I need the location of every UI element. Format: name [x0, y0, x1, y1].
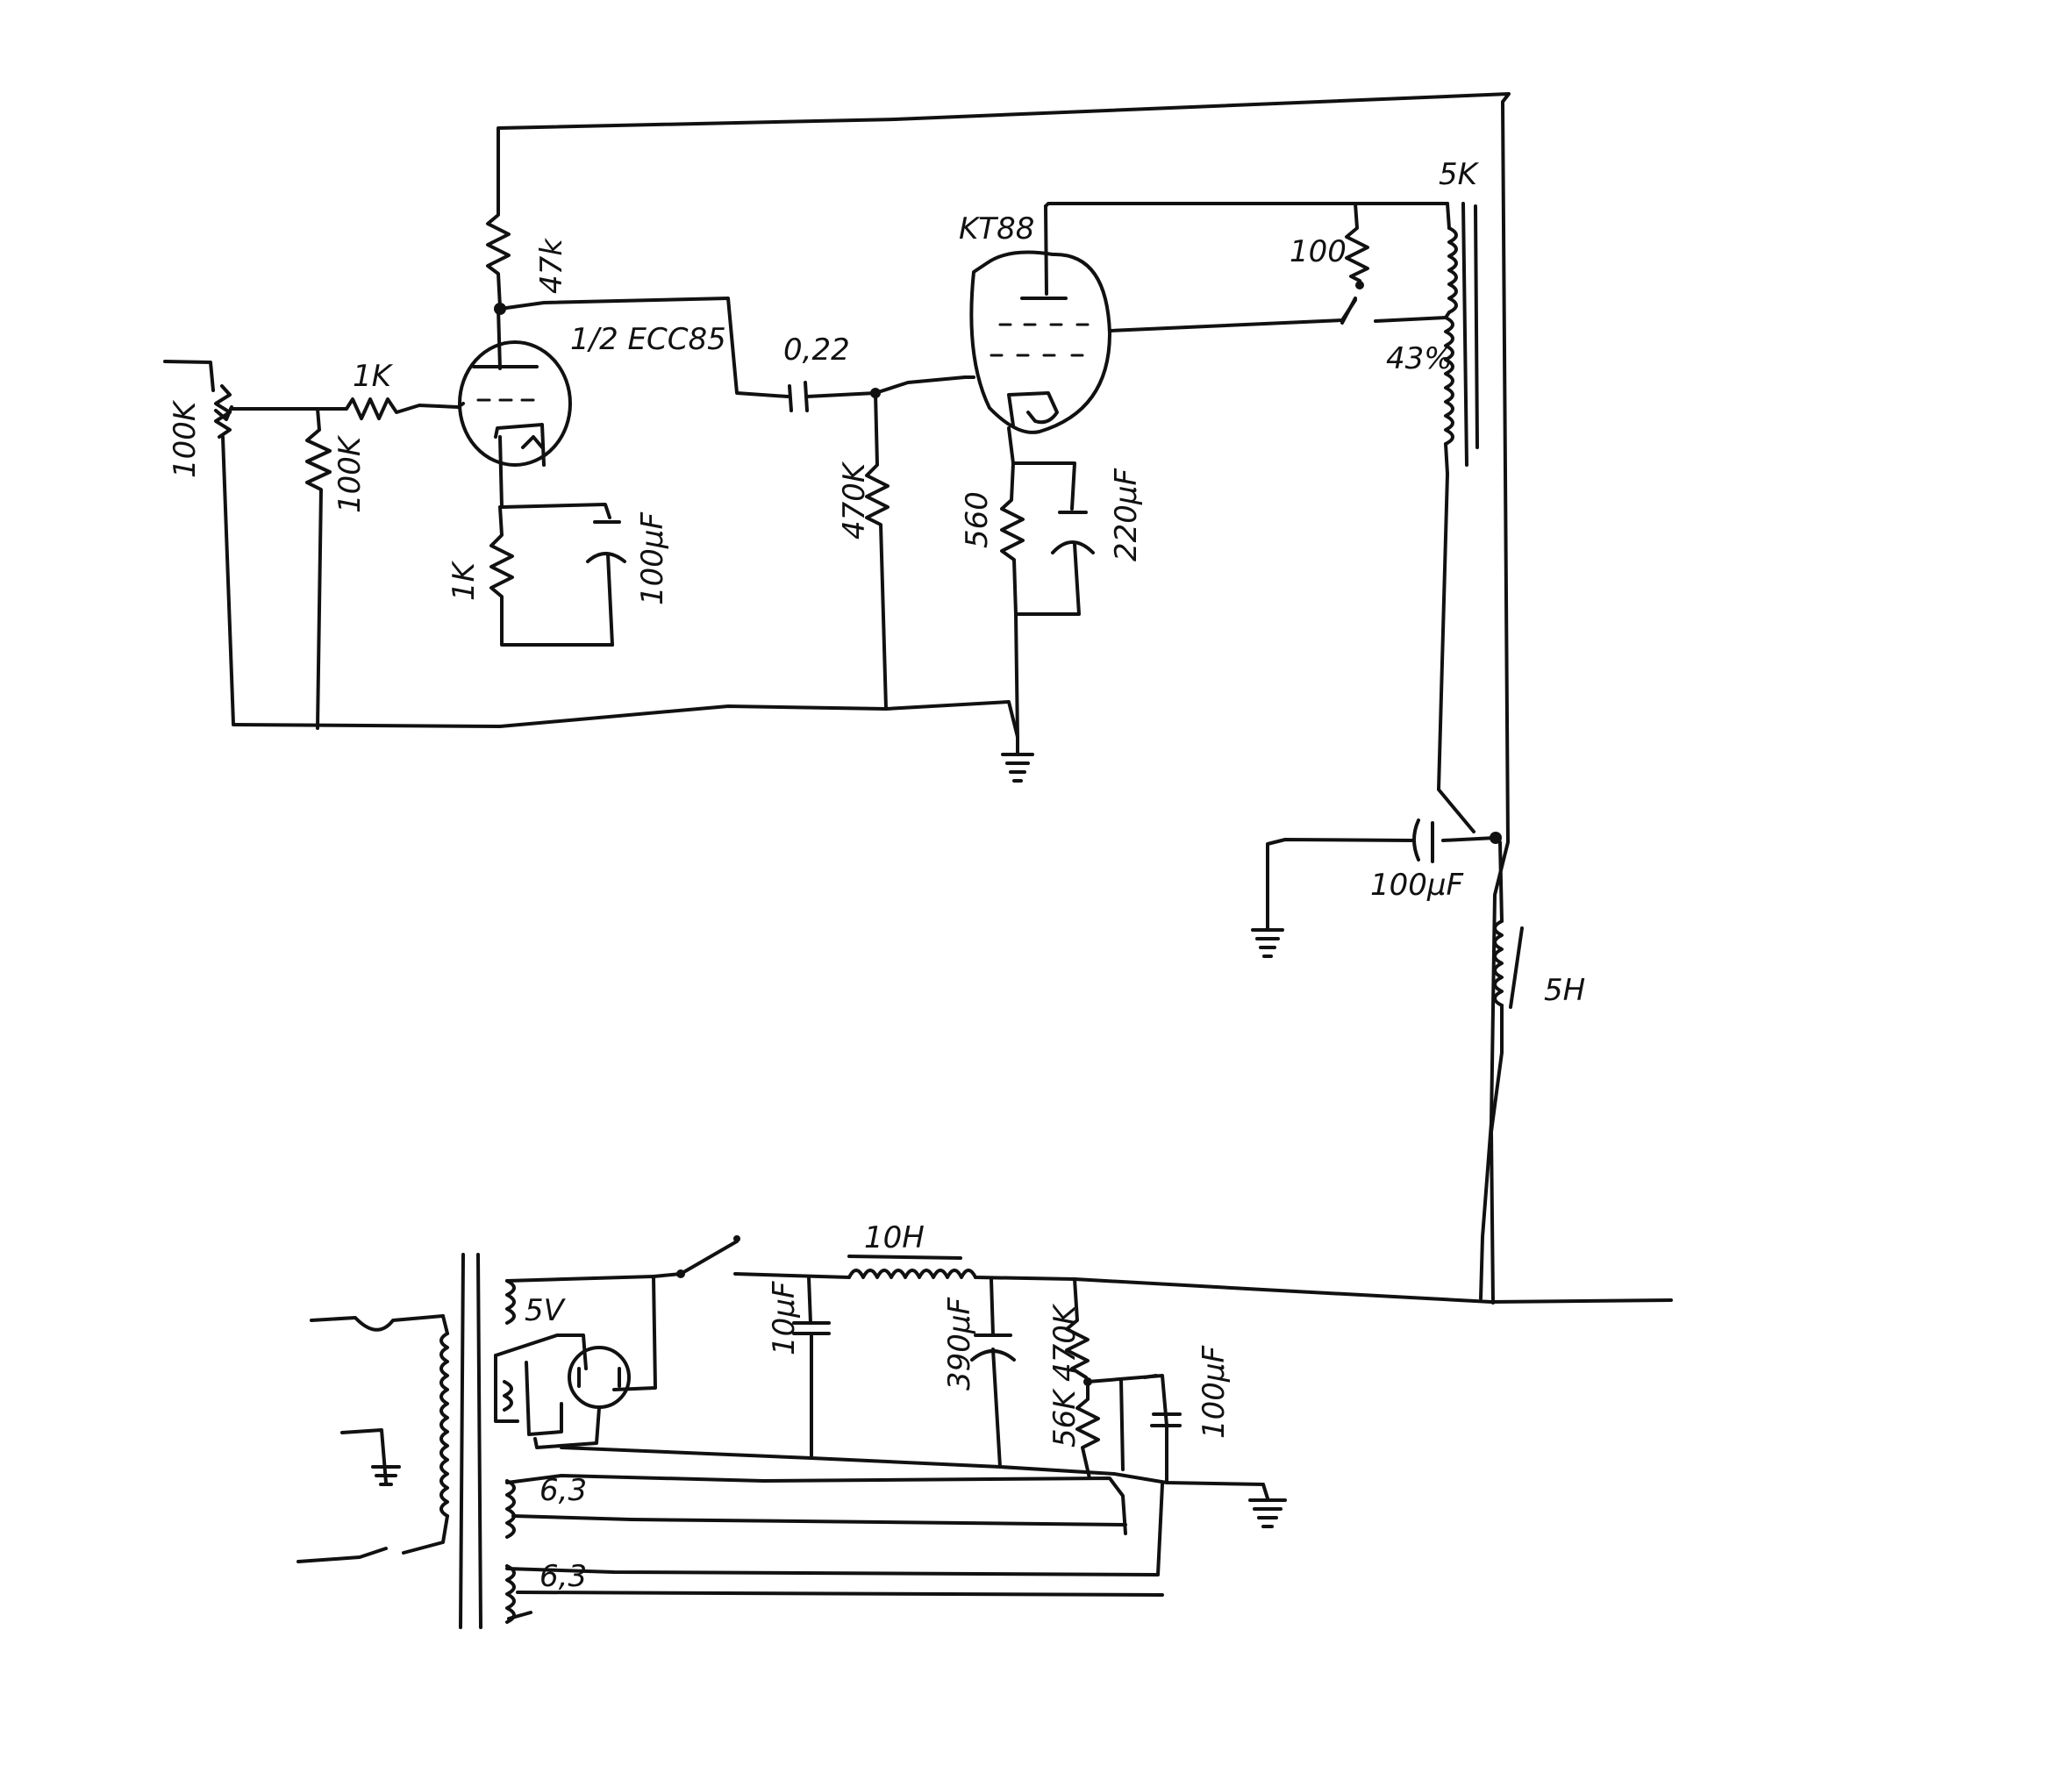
grid-stopper-1k-label: 1K [353, 359, 394, 394]
grid-stopper-1k: 1K [318, 359, 460, 420]
winding-5v: 5V [505, 1275, 657, 1391]
plate-resistor-47k-label: 47k [534, 238, 569, 294]
winding-63-a: 6,3 [505, 1473, 1127, 1539]
v1-plate-wire [498, 297, 790, 398]
coupling-cap-022: 0,22 [783, 332, 877, 412]
filter-cap-390uf: 390µF [942, 1277, 1016, 1469]
winding-5v-label: 5V [525, 1293, 567, 1328]
divider-56k-label: 56K [1047, 1388, 1082, 1448]
winding-63-b: 6,3 [505, 1483, 1164, 1624]
b-plus-rail [497, 92, 1511, 1300]
ground-symbol-top [1001, 737, 1034, 783]
grid-leak-470k: 470K [837, 391, 890, 711]
choke-5h-label: 5H [1544, 973, 1585, 1008]
volume-pot-label: 100K [168, 399, 203, 478]
divider-56k: 56K [1047, 1380, 1100, 1480]
heater-ref-cap: 100µF [1143, 1345, 1232, 1484]
v1-cathode-c-label: 100µF [635, 511, 670, 605]
filter-cap-10uf-label: 10µF [767, 1281, 802, 1355]
winding-63-a-label: 6,3 [539, 1473, 587, 1508]
ground-symbol-bottom [1248, 1483, 1287, 1528]
volume-pot: 100K [163, 360, 322, 726]
ul-tap-label: 43% [1386, 341, 1453, 376]
decoupling-cap-100uf: 100µF [1251, 819, 1497, 958]
filter-cap-10uf: 10µF [767, 1276, 831, 1458]
divider-470k: 470K [1047, 1277, 1092, 1386]
v2-cathode-c-label: 220µF [1109, 468, 1144, 561]
ground-bus-top [232, 700, 1019, 739]
choke-5h: 5H [1490, 840, 1585, 1305]
g2-resistor-100: 100 [1290, 202, 1447, 325]
ecc85-label: 1/2 ECC85 [570, 322, 726, 357]
rectifier-tube [494, 1333, 631, 1449]
v1-cathode-network: 1K 100µF [447, 503, 670, 647]
output-transformer-5k: 5K 43% [1386, 157, 1480, 833]
hv-switch [652, 1235, 740, 1278]
plate-resistor-47k: 47k [486, 196, 569, 315]
heater-ref-wire [1086, 1374, 1168, 1471]
choke-10h: 10H [733, 1220, 977, 1279]
coupling-cap-label: 0,22 [783, 332, 850, 368]
choke-10h-label: 10H [864, 1220, 925, 1255]
kt88-label: KT88 [959, 211, 1034, 247]
g2-resistor-label: 100 [1290, 234, 1347, 269]
winding-63-b-label: 6,3 [539, 1559, 587, 1594]
opt-label: 5K [1439, 157, 1480, 192]
ecc85-triode: 1/2 ECC85 [456, 307, 726, 509]
grid-leak-470k-label: 470K [837, 461, 872, 540]
filter-cap-390uf-label: 390µF [942, 1297, 977, 1391]
v2-plate-wire [1044, 202, 1449, 208]
ground-bus-bottom [560, 1446, 1265, 1486]
grid-leak-100k: 100K [305, 407, 368, 730]
v2-cathode-network: 560 220µF [960, 426, 1144, 740]
v1-cathode-r-label: 1K [447, 560, 482, 601]
ht-rail [974, 1276, 1673, 1304]
v2-cathode-r-label: 560 [960, 491, 995, 548]
heater-ref-cap-label: 100µF [1197, 1345, 1232, 1439]
mains-transformer [297, 1253, 482, 1629]
grid-leak-100k-label: 100K [332, 434, 368, 513]
v2-grid-wire [874, 375, 967, 395]
decoupling-cap-label: 100µF [1370, 868, 1464, 903]
divider-470k-label: 470K [1047, 1303, 1082, 1382]
